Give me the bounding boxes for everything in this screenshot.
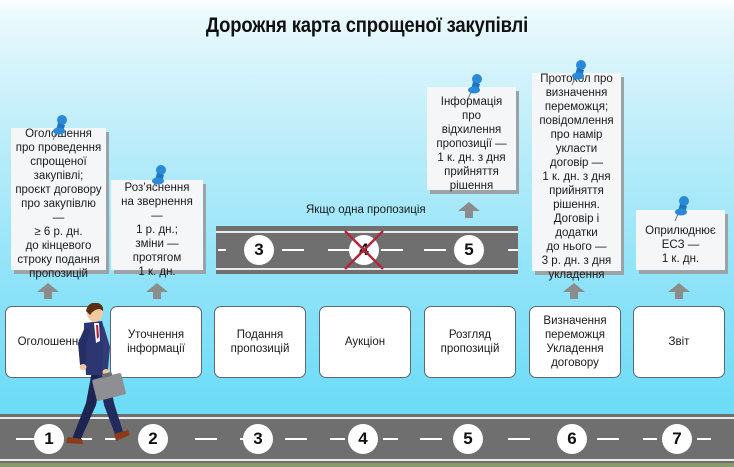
arrow-up-icon xyxy=(563,283,585,299)
note-text: Оприлюднює ЕСЗ — 1 к. дн. xyxy=(645,225,716,265)
road-stop-2: 2 xyxy=(138,424,168,454)
arrow-up-icon xyxy=(458,202,480,218)
page-title: Дорожня карта спрощеної закупівлі xyxy=(205,14,529,37)
pushpin-icon xyxy=(571,60,586,86)
pushpin-icon xyxy=(674,196,689,222)
note-rejection-info: Інформація про відхилення пропозиції — 1… xyxy=(427,87,516,192)
step-box-review: Розгляд пропозицій xyxy=(424,306,516,378)
road-stop-7: 7 xyxy=(662,424,692,454)
step-box-submission: Подання пропозицій xyxy=(214,306,306,378)
cross-out-icon xyxy=(344,230,384,270)
step-box-auction: Аукціон xyxy=(319,306,411,378)
road-stop-3: 3 xyxy=(243,424,273,454)
main-road: 1 2 3 4 5 6 7 xyxy=(0,414,734,463)
alt-stop-3: 3 xyxy=(244,235,274,265)
note-winner-protocol: Протокол про визначення переможця; повід… xyxy=(532,73,621,281)
step-box-clarification: Уточнення інформації xyxy=(110,306,202,378)
road-stop-4: 4 xyxy=(348,424,378,454)
alt-route-road: 3 4 5 xyxy=(216,226,518,274)
pushpin-icon xyxy=(52,115,67,141)
alt-route-label: Якщо одна пропозиція xyxy=(306,204,426,216)
pushpin-icon xyxy=(467,74,482,100)
note-clarification: Роз’яснення на звернення — 1 р. дн.; змі… xyxy=(111,180,203,278)
note-text: Оголошення про проведення спрощеної заку… xyxy=(15,128,102,280)
arrow-up-icon xyxy=(668,283,690,299)
arrow-up-icon xyxy=(37,283,59,299)
note-report-publish: Оприлюднює ЕСЗ — 1 к. дн. xyxy=(636,210,725,270)
note-text: Протокол про визначення переможця; повід… xyxy=(539,73,614,281)
road-stop-6: 6 xyxy=(557,424,587,454)
road-stop-1: 1 xyxy=(34,424,64,454)
alt-stop-5: 5 xyxy=(454,235,484,265)
note-text: Інформація про відхилення пропозиції — 1… xyxy=(436,95,507,192)
arrow-up-icon xyxy=(146,283,168,299)
step-box-report: Звіт xyxy=(633,306,725,378)
note-text: Роз’яснення на звернення — 1 р. дн.; змі… xyxy=(121,182,193,278)
step-box-winner-contract: Визначення переможця Укладення договору xyxy=(529,306,621,378)
road-stop-5: 5 xyxy=(453,424,483,454)
pushpin-icon xyxy=(151,165,166,191)
businessman-icon xyxy=(66,303,130,444)
note-announcement: Оголошення про проведення спрощеної заку… xyxy=(11,128,106,280)
grass-strip xyxy=(0,463,734,467)
